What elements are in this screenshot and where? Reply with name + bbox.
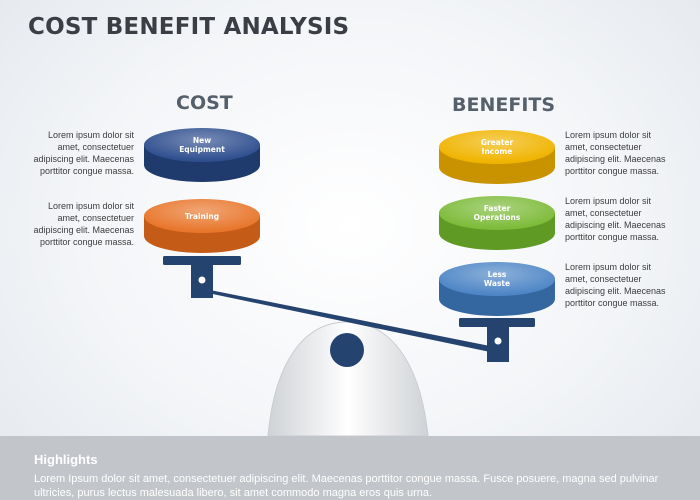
slide-title: COST BENEFIT ANALYSIS: [28, 14, 350, 40]
pivot-hub: [330, 333, 364, 367]
disk-greater-income: Greater Income: [439, 130, 555, 184]
cost-heading: COST: [176, 92, 233, 114]
highlights-title: Highlights: [34, 452, 98, 467]
disk-label-training: Training: [185, 212, 219, 221]
right-hanger-pin: [494, 337, 502, 345]
cost-description-training: Lorem ipsum dolor sit amet, consectetuer…: [33, 201, 134, 247]
disk-training: Training: [144, 199, 260, 253]
disk-less-waste: Less Waste: [439, 262, 555, 316]
disk-label-faster-operations-line1: Faster: [484, 204, 511, 213]
benefit-description-faster-operations: Lorem ipsum dolor sit amet, consectetuer…: [565, 196, 666, 242]
disk-label-greater-income-line2: Income: [482, 147, 513, 156]
right-platform: [459, 318, 535, 327]
disk-label-new-equipment-line1: New: [193, 136, 211, 145]
scale-beam: [203, 290, 500, 353]
disk-new-equipment: New Equipment: [144, 128, 260, 182]
disk-label-greater-income-line1: Greater: [481, 138, 514, 147]
benefit-description-less-waste: Lorem ipsum dolor sit amet, consectetuer…: [565, 262, 666, 308]
highlights-text: Lorem Ipsum dolor sit amet, consectetuer…: [34, 473, 659, 499]
benefit-description-greater-income: Lorem ipsum dolor sit amet, consectetuer…: [565, 130, 666, 176]
left-platform: [163, 256, 241, 265]
disk-label-new-equipment-line2: Equipment: [179, 145, 225, 154]
left-hanger-pin: [198, 276, 206, 284]
disk-label-less-waste-line2: Waste: [484, 279, 510, 288]
cost-description-new-equipment: Lorem ipsum dolor sit amet, consectetuer…: [33, 130, 134, 176]
benefits-heading: BENEFITS: [452, 94, 556, 116]
highlights-panel: [0, 436, 700, 500]
disk-faster-operations: Faster Operations: [439, 196, 555, 250]
disk-label-faster-operations-line2: Operations: [474, 213, 521, 222]
disk-label-less-waste-line1: Less: [488, 270, 507, 279]
